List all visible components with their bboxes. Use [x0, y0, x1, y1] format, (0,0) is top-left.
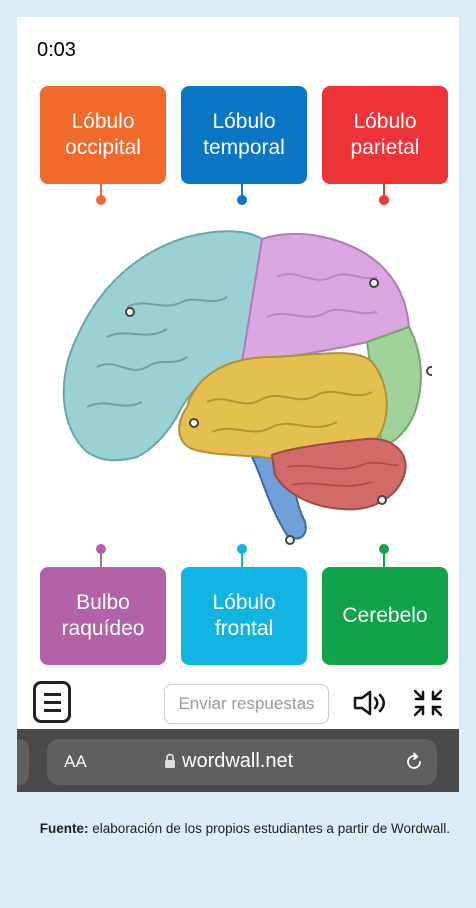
tile-lobulo-temporal[interactable]: Lóbulo temporal — [181, 86, 307, 184]
lock-icon — [165, 753, 175, 768]
reload-icon[interactable] — [404, 752, 424, 772]
browser-bar: AA wordwall.net — [17, 729, 459, 792]
caption-text: elaboración de los propios estudiantes a… — [88, 821, 450, 836]
pin-dot — [237, 544, 247, 554]
address-bar[interactable]: AA wordwall.net — [47, 739, 437, 785]
hamburger-icon[interactable] — [33, 681, 71, 723]
timer: 0:03 — [37, 39, 76, 61]
tile-bulbo-raquideo[interactable]: Bulbo raquídeo — [40, 567, 166, 665]
pin-line — [100, 184, 102, 200]
pin-line — [100, 551, 102, 567]
speaker-icon[interactable] — [353, 690, 387, 716]
submit-answers-button[interactable]: Enviar respuestas — [164, 684, 329, 724]
pin-line — [383, 184, 385, 200]
pin-line — [241, 184, 243, 200]
tile-lobulo-parietal[interactable]: Lóbulo parietal — [322, 86, 448, 184]
pin-line — [383, 551, 385, 567]
game-toolbar: Enviar respuestas — [17, 677, 459, 727]
url-text: wordwall.net — [182, 750, 294, 772]
text-size-button[interactable]: AA — [64, 752, 87, 771]
game-screen: 0:03 Lóbulo occipital Lóbulo temporal Ló… — [17, 17, 459, 792]
pin-line — [241, 551, 243, 567]
tab-edge — [17, 739, 29, 785]
pin-dot — [379, 195, 389, 205]
caption-label: Fuente: — [39, 821, 89, 836]
brain-illustration — [62, 230, 432, 545]
pin-dot — [237, 195, 247, 205]
tile-lobulo-frontal[interactable]: Lóbulo frontal — [181, 567, 307, 665]
figure-caption: Fuente: elaboración de los propios estud… — [20, 818, 450, 840]
tile-cerebelo[interactable]: Cerebelo — [322, 567, 448, 665]
pin-dot — [379, 544, 389, 554]
tile-lobulo-occipital[interactable]: Lóbulo occipital — [40, 86, 166, 184]
exit-fullscreen-icon[interactable] — [413, 689, 443, 717]
pin-dot — [96, 544, 106, 554]
pin-dot — [96, 195, 106, 205]
